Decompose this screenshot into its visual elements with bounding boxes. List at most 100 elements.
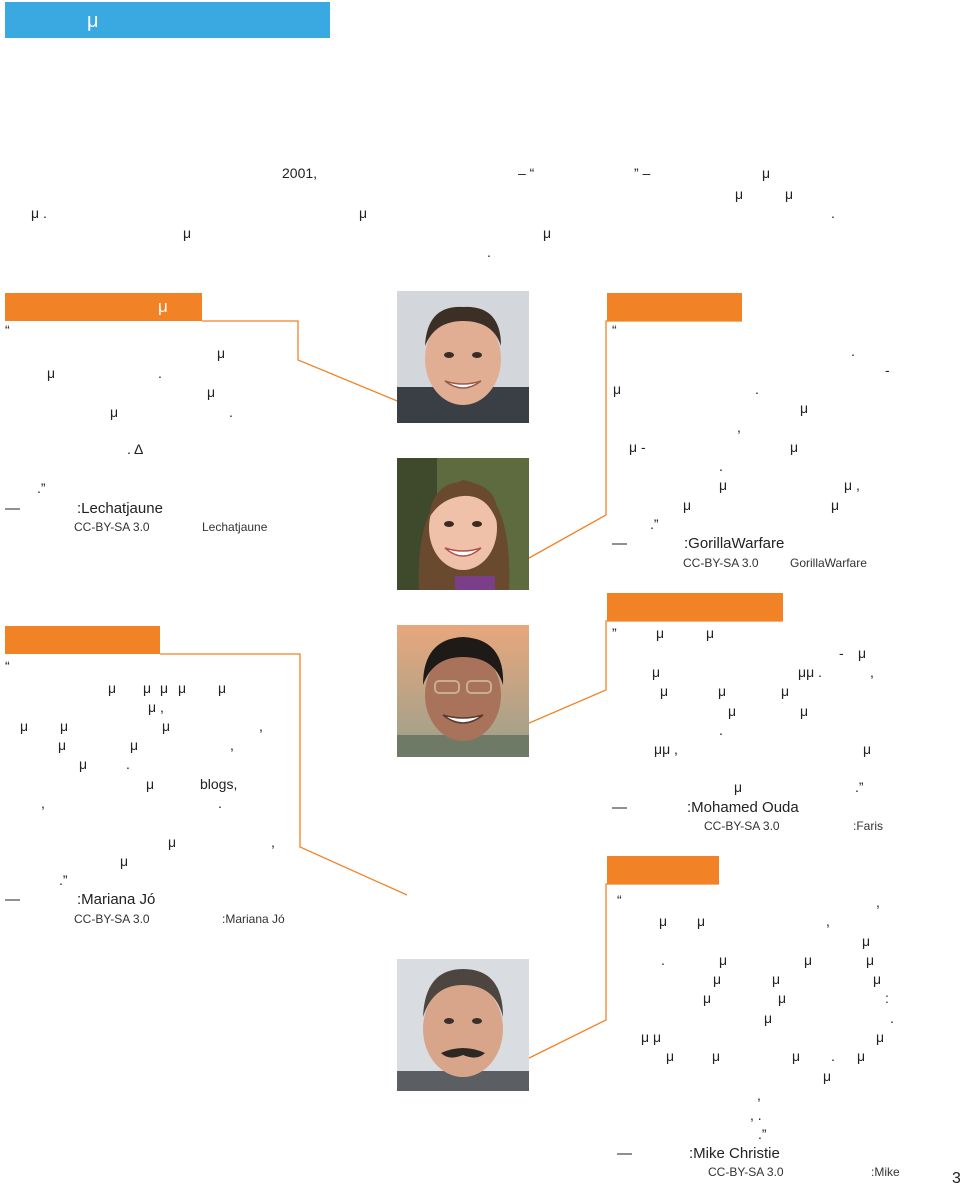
quote-header-bar [607,593,783,621]
quote-text-fragment: μ [108,680,117,696]
license-author: Lechatjaune [202,520,268,534]
quote-text-fragment: μ [613,381,622,397]
attribution-dash: — [5,891,20,908]
portrait-photo-mohamedouda [397,625,529,757]
attribution-name: :Mohamed Ouda [687,799,799,816]
quote-text-fragment: μ [719,952,728,968]
intro-text-fragment: 2001, [282,165,318,181]
quote-text-fragment: μ [217,345,226,361]
quote-header-bar [5,626,160,654]
quote-text-fragment: μ [659,913,668,929]
intro-text-fragment: ” – [634,165,651,181]
quote-text-fragment: μ [20,718,29,734]
quote-text-fragment: μ [831,497,840,513]
connector-gorillawarfare [512,320,742,568]
quote-text-fragment: μ , [148,699,164,715]
quote-text-fragment: “ [617,892,622,908]
quote-text-fragment: μ [146,776,155,792]
quote-text-fragment: .” [650,516,659,532]
license-label: CC-BY-SA 3.0 [704,819,780,833]
quote-text-fragment: , . [750,1107,762,1123]
attribution-name: :Mariana Jó [77,891,156,908]
quote-text-fragment: . [158,365,162,381]
quote-text-fragment: μ [862,933,871,949]
quote-text-fragment: μ [792,1048,801,1064]
intro-text-fragment: μ [359,205,368,221]
quote-text-fragment: “ [5,322,10,338]
quote-text-fragment: , [826,913,830,929]
quote-text-fragment: μ [781,683,790,699]
quote-text-fragment: μ [697,913,706,929]
quote-text-fragment: .” [758,1126,767,1142]
connector-mikechristie [512,883,719,1067]
quote-text-fragment: μ [58,737,67,753]
quote-text-fragment: μ [660,683,669,699]
quote-text-fragment: μ [718,683,727,699]
quote-text-fragment: μ [823,1068,832,1084]
quote-text-fragment: μ - [629,439,646,455]
quote-text-fragment: . [126,756,130,772]
quote-text-fragment: μμ . [798,664,822,680]
attribution-name: :Lechatjaune [77,500,163,517]
quote-text-fragment: μ [143,680,152,696]
intro-text-fragment: μ . [31,205,47,221]
license-author: :Mariana Jó [222,912,285,926]
quote-text-fragment: .” [855,779,864,795]
quote-text-fragment: μ [652,664,661,680]
quote-text-fragment: μ [110,404,119,420]
quote-text-fragment: μ [168,834,177,850]
license-label: CC-BY-SA 3.0 [74,520,150,534]
license-author: :Faris [853,819,883,833]
quote-text-fragment: μ [162,718,171,734]
quote-text-fragment: . [218,795,222,811]
quote-header-label: μ [158,297,168,316]
section-title: μ [87,10,99,32]
attribution-dash: — [5,500,20,517]
quote-text-fragment: - [885,362,890,378]
license-label: CC-BY-SA 3.0 [74,912,150,926]
connector-marianajo [160,653,408,896]
quote-text-fragment: μ [60,718,69,734]
portrait-photo-gorillawarfare [397,458,529,590]
quote-text-fragment: μ [79,756,88,772]
quote-text-fragment: μ [876,1029,885,1045]
quote-text-fragment: , [757,1087,761,1103]
quote-text-fragment: μ [683,497,692,513]
quote-text-fragment: μ [207,384,216,400]
quote-text-fragment: . [719,722,723,738]
intro-text-fragment: – “ [518,165,535,181]
intro-text-fragment: . [831,205,835,221]
page-number: 3 [952,1170,960,1187]
quote-text-fragment: “ [5,658,10,674]
quote-text-fragment: μ [790,439,799,455]
quote-text-fragment: μ [160,680,169,696]
quote-text-fragment: μ [857,1048,866,1064]
quote-text-fragment: μ [800,703,809,719]
quote-text-fragment: . [890,1010,894,1026]
attribution-dash: — [612,799,627,816]
quote-text-fragment: - [839,645,844,661]
quote-text-fragment: “ [612,322,617,338]
portrait-photo-lechatjaune [397,291,529,423]
quote-text-fragment: μ [178,680,187,696]
connector-lechatjaune [202,320,408,406]
quote-text-fragment: μμ , [654,741,678,757]
quote-text-fragment: μ [218,680,227,696]
intro-text-fragment: μ [762,165,771,181]
quote-text-fragment: μ [712,1048,721,1064]
portrait-photo-mikechristie [397,959,529,1091]
quote-text-fragment: μ [873,971,882,987]
quote-text-fragment: . [229,404,233,420]
quote-text-fragment: μ [47,365,56,381]
intro-text-fragment: μ [183,225,192,241]
quote-text-fragment: , [41,795,45,811]
quote-text-fragment: μ [800,400,809,416]
attribution-dash: — [617,1145,632,1162]
quote-text-fragment: μ [713,971,722,987]
quote-text-fragment: μ , [844,477,860,493]
quote-header-bar [607,856,719,884]
license-label: CC-BY-SA 3.0 [683,556,759,570]
quote-text-fragment: μ [719,477,728,493]
quote-text-fragment: μ [130,737,139,753]
quote-text-fragment: μ [656,625,665,641]
